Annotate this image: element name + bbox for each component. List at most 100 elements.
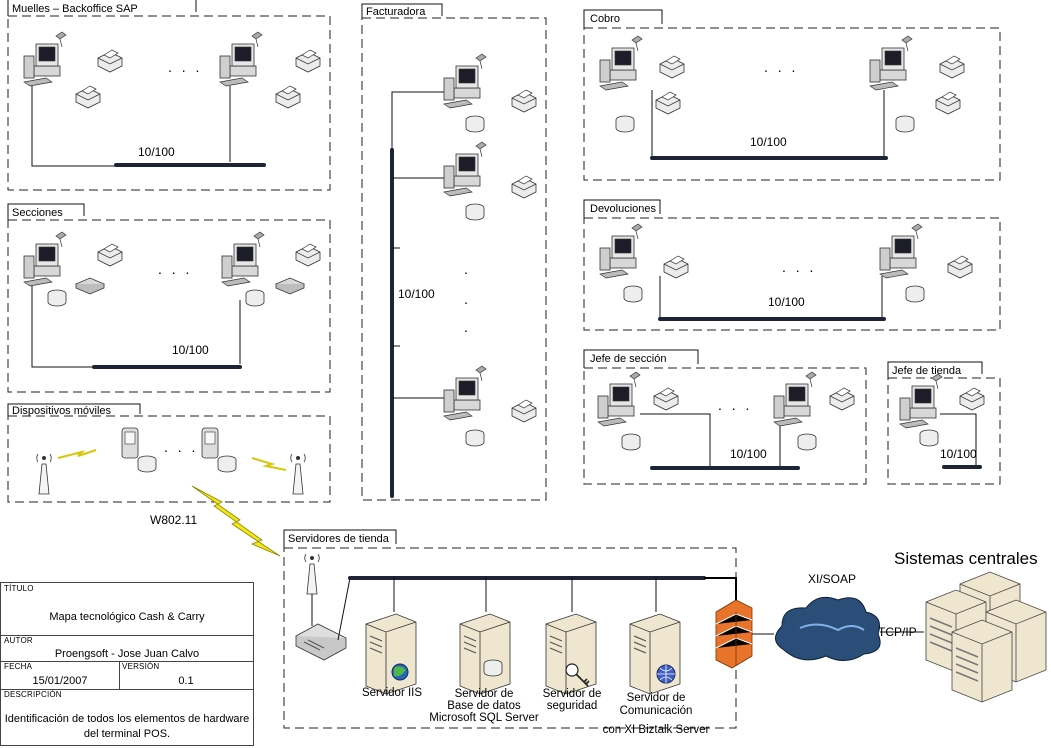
server-db-icon — [459, 613, 511, 695]
version-caption: VERSIÓN — [122, 662, 160, 671]
printer-icon — [935, 91, 961, 115]
zone-secciones: Secciones . . . 10/100 — [7, 203, 331, 393]
printer-icon — [511, 175, 537, 199]
zone-title-muelles: Muelles – Backoffice SAP — [12, 3, 138, 15]
printer-icon — [663, 255, 689, 279]
printer-icon — [829, 387, 855, 411]
access-point-icon — [36, 453, 52, 495]
zone-jefe-seccion: Jefe de sección . . . 10/100 — [583, 349, 867, 485]
bus-speed-label: 10/100 — [138, 145, 175, 159]
ellipsis: . — [464, 261, 471, 277]
server-label: Servidor IIS — [362, 687, 422, 699]
author-row: AUTOR Proengsoft - Jose Juan Calvo — [1, 635, 253, 662]
wireless-link: W802.11 — [150, 485, 281, 557]
workstation-icon — [443, 141, 487, 197]
printer-icon — [511, 89, 537, 113]
server-label: seguridad — [547, 700, 598, 712]
firewall-icon — [715, 599, 753, 669]
zone-title-secciones: Secciones — [12, 207, 63, 219]
printer-icon — [295, 243, 321, 267]
server-label: Servidor de — [455, 688, 514, 700]
cash-drawer-icon — [621, 433, 641, 451]
zone-devoluciones: Devoluciones . . . 10/100 — [583, 199, 1001, 331]
server-label: con XI Biztalk Server — [603, 724, 710, 736]
database-icon — [483, 659, 503, 677]
workstation-icon — [599, 35, 643, 91]
zone-servidores: Servidores de tienda Servidor IIS Servid… — [283, 529, 737, 736]
printer-icon — [275, 85, 301, 109]
workstation-icon — [219, 31, 263, 87]
cash-drawer-icon — [217, 455, 237, 473]
access-point-icon — [290, 453, 306, 495]
zone-title-jefe-seccion: Jefe de sección — [590, 353, 666, 365]
zone-facturadora: Facturadora . . . 10/100 — [361, 3, 547, 501]
cash-drawer-icon — [919, 429, 939, 447]
lightning-icon — [191, 485, 281, 557]
zone-moviles: Dispositivos móviles . . . — [7, 403, 331, 503]
printer-icon — [75, 85, 101, 109]
switch-icon — [295, 623, 347, 661]
cash-drawer-icon — [905, 285, 925, 303]
central-systems-title: Sistemas centrales — [894, 549, 1038, 568]
cash-drawer-icon — [895, 115, 915, 133]
ellipsis: . . . — [764, 59, 798, 75]
zone-title-facturadora: Facturadora — [366, 6, 426, 18]
description-caption: DESCRIPCIÓN — [4, 690, 62, 699]
server-comm-icon — [629, 613, 681, 695]
central-servers — [925, 571, 1047, 703]
workstation-icon — [599, 223, 643, 279]
cash-drawer-icon — [615, 115, 635, 133]
server-label: Servidor de — [543, 688, 602, 700]
server-label: Base de datos — [447, 700, 521, 712]
cash-drawer-icon — [465, 203, 485, 221]
wireless-label: W802.11 — [150, 513, 197, 527]
date-value: 15/01/2007 — [32, 675, 88, 687]
cash-drawer-icon — [623, 285, 643, 303]
ellipsis: . . . — [718, 397, 752, 413]
date-caption: FECHA — [4, 662, 33, 671]
cash-drawer-icon — [797, 433, 817, 451]
printer-icon — [939, 55, 965, 79]
title-value: Mapa tecnológico Cash & Carry — [49, 611, 205, 623]
xi-soap-label: XI/SOAP — [808, 572, 856, 586]
cash-drawer-icon — [245, 289, 265, 307]
bus-speed-label: 10/100 — [398, 287, 435, 301]
printer-icon — [947, 255, 973, 279]
printer-icon — [511, 399, 537, 423]
ellipsis: . — [464, 319, 471, 335]
zone-title-moviles: Dispositivos móviles — [12, 405, 112, 417]
version-value: 0.1 — [178, 675, 194, 687]
ellipsis: . . . — [782, 259, 816, 275]
printer-icon — [653, 387, 679, 411]
workstation-icon — [23, 31, 67, 87]
workstation-icon — [23, 231, 67, 287]
server-iis-icon — [365, 613, 417, 695]
zone-jefe-tienda: Jefe de tienda 10/100 — [887, 361, 1001, 485]
scale-icon — [75, 277, 105, 295]
zone-muelles: Muelles – Backoffice SAP . . . 10/100 — [7, 0, 331, 191]
description-row: DESCRIPCIÓN Identificación de todos los … — [1, 689, 253, 745]
bus-speed-label: 10/100 — [768, 295, 805, 309]
workstation-icon — [899, 373, 943, 429]
printer-icon — [97, 49, 123, 73]
title-row: TÍTULO Mapa tecnológico Cash & Carry — [1, 583, 253, 636]
scale-icon — [275, 277, 305, 295]
author-caption: AUTOR — [4, 636, 33, 645]
cash-drawer-icon — [465, 115, 485, 133]
workstation-icon — [879, 223, 923, 279]
workstation-icon — [597, 371, 641, 427]
ellipsis: . . . — [168, 59, 202, 75]
printer-icon — [295, 49, 321, 73]
workstation-icon — [221, 231, 265, 287]
bus-speed-label: 10/100 — [750, 135, 787, 149]
ellipsis: . . . — [164, 439, 198, 455]
bus-speed-label: 10/100 — [730, 447, 767, 461]
bus-speed-label: 10/100 — [940, 447, 977, 461]
workstation-icon — [443, 365, 487, 421]
ellipsis: . — [464, 291, 471, 307]
description-line: Identificación de todos los elementos de… — [4, 713, 250, 725]
server-rack-icon — [951, 619, 1013, 703]
cash-drawer-icon — [137, 455, 157, 473]
server-label: Comunicación — [620, 705, 693, 717]
